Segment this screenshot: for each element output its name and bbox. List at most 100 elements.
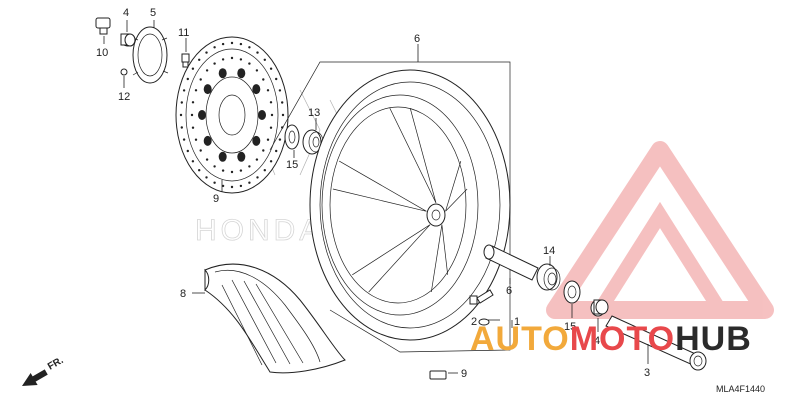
disc-hole [230,185,234,189]
disc-hole [191,126,195,129]
disc-hole [269,101,273,104]
disc-hole [205,176,208,179]
wheel-spoke [352,224,431,293]
callout-6: 6 [506,285,512,297]
disc-hole [239,58,243,61]
disc-hole [263,58,266,61]
disc-bolt [218,68,227,79]
callout-14-upper: 13 [308,107,320,119]
front-arrow-icon [22,369,48,386]
disc-bolt [252,135,261,146]
disc-hole [281,101,284,104]
callout-15-upper: 15 [286,159,298,171]
watermark-hub: HUB [675,320,752,358]
callout-15-lower: 15 [564,321,576,333]
callout-labels: 4 5 10 11 12 9 6 13 15 8 14 6 15 4 3 2 1… [96,7,650,380]
disc-hole [213,62,216,65]
disc-hole [269,126,273,129]
disc-hole [262,149,265,152]
disc-hole [230,56,234,60]
disc-hole [269,160,273,163]
wheel-spoke [445,160,468,212]
disc-hole [180,101,183,104]
callout-9: 9 [461,368,467,380]
wheel-spoke [332,160,427,212]
disc-hole [255,69,259,72]
callout-4-top: 4 [123,7,129,19]
disc-hole [221,184,225,188]
callout-1: 1 [514,316,520,328]
valve-part [469,289,494,326]
disc-hole [180,126,183,129]
disc-hole [194,89,198,92]
disc-bolt [198,110,206,120]
disc-hole [221,169,225,172]
disc-hole [199,78,202,81]
disc-hole [182,138,186,141]
disc-hole [191,67,195,70]
wheel-part [269,61,511,353]
callout-14-lower: 14 [543,245,555,257]
disc-hole [186,149,189,153]
honda-watermark-text: HONDA [195,214,323,247]
diagram-code: MLA4F1440 [716,384,765,394]
disc-hole [186,77,189,81]
bearing-upper-part [302,129,324,155]
disc-hole [194,138,198,141]
disc-hole [278,89,282,92]
disc-hole [248,46,251,49]
wheel-spoke [389,107,437,204]
callout-4-lower: 4 [594,335,600,347]
wheel-spoke [430,224,449,293]
svg-text:AUTOMOTOHUB: AUTOMOTOHUB [470,320,752,358]
disc-hole [266,89,270,92]
disc-hole [230,41,234,45]
disc-hole [275,77,278,81]
watermark-auto: AUTO [470,320,570,358]
disc-hole [182,89,186,92]
disc-hole [256,176,259,179]
collar-part-top [120,33,136,47]
callout-2: 2 [471,316,477,328]
disc-bolt [203,135,212,146]
disc-hole [213,46,216,49]
callout-3: 3 [644,367,650,379]
disc-hole [213,165,216,168]
honda-watermark-logo: HONDA [195,89,351,247]
tire-part [204,263,346,374]
disc-hole [239,169,243,172]
disc-hole [248,165,251,168]
disc-hole [199,149,202,152]
disc-hole [179,113,183,117]
pulser-plate-part [132,26,169,84]
dust-seal-lower-part [563,280,581,304]
distance-collar-part [483,244,539,281]
disc-hole [262,78,265,81]
axle-part [605,315,707,371]
disc-hole [281,113,285,117]
disc-hole [191,101,195,104]
automotohub-watermark: AUTOMOTOHUB [470,320,752,358]
disc-bolt [237,151,246,162]
disc-hole [270,113,274,117]
disc-hole [256,51,259,54]
disc-bolt [203,84,212,95]
callout-7: 6 [414,33,420,45]
front-label: FR. [46,355,66,373]
disc-hole [221,42,225,46]
bearing-lower-part [536,263,561,291]
callout-10: 9 [213,193,219,205]
triangle-watermark-logo [546,141,774,319]
disc-hole [239,184,243,188]
disc-hole [248,181,251,184]
screw-part-12 [181,53,190,68]
balance-weight-part [429,370,447,380]
disc-bolt [237,68,246,79]
disc-hole [198,169,201,172]
disc-hole [278,138,282,141]
disc-hole [266,138,270,141]
watermark-moto: MOTO [570,320,675,358]
disc-hole [198,58,201,61]
callout-8: 8 [180,288,186,300]
